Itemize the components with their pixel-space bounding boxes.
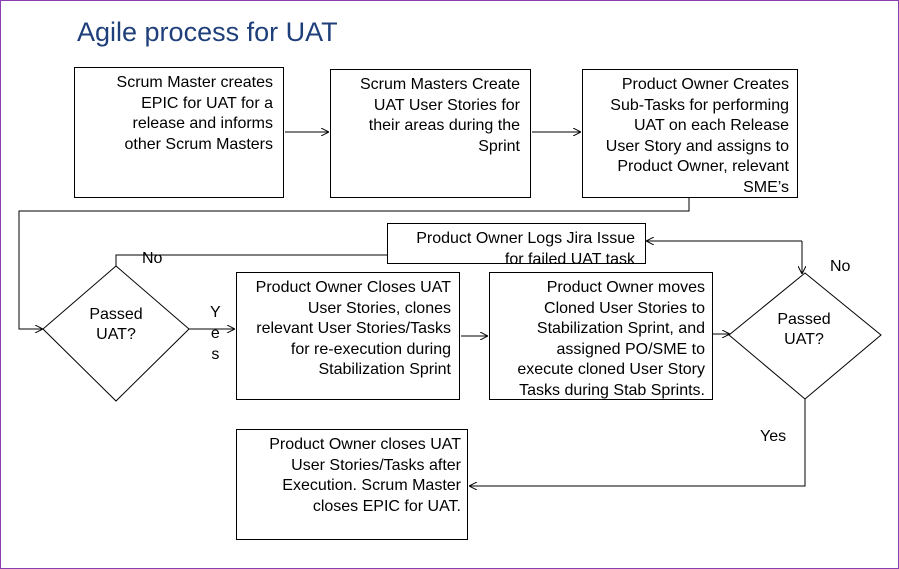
arrow-decision2-yes (470, 399, 806, 486)
page-title: Agile process for UAT (77, 17, 338, 47)
box-po-creates-subtasks: Product Owner Creates Sub-Tasks for perf… (582, 69, 798, 198)
decision-label-2: Passed UAT? (777, 311, 831, 348)
line-decision1-no (115, 254, 387, 266)
box-sm-creates-epic: Scrum Master creates EPIC for UAT for a … (74, 67, 284, 198)
box-po-logs-jira: Product Owner Logs Jira Issue for failed… (387, 223, 646, 264)
box-po-closes-after-exec: Product Owner closes UAT User Stories/Ta… (236, 429, 468, 540)
edge-label-yes-2: Yes (760, 428, 787, 445)
box-po-closes-stories: Product Owner Closes UAT User Stories, c… (236, 272, 460, 400)
edge-label-no-1: No (142, 250, 163, 267)
arrow-subtasks-to-decision1 (18, 198, 690, 329)
edge-label-yes-1: Y e s (210, 304, 221, 363)
decision-diamond-1 (42, 265, 190, 402)
edge-label-no-2: No (830, 258, 851, 275)
decision-diamond-2 (728, 272, 882, 400)
box-sm-create-stories: Scrum Masters Create UAT User Stories fo… (330, 69, 531, 198)
box-po-moves-cloned: Product Owner moves Cloned User Stories … (489, 272, 713, 400)
decision-label-1: Passed UAT? (89, 306, 143, 343)
